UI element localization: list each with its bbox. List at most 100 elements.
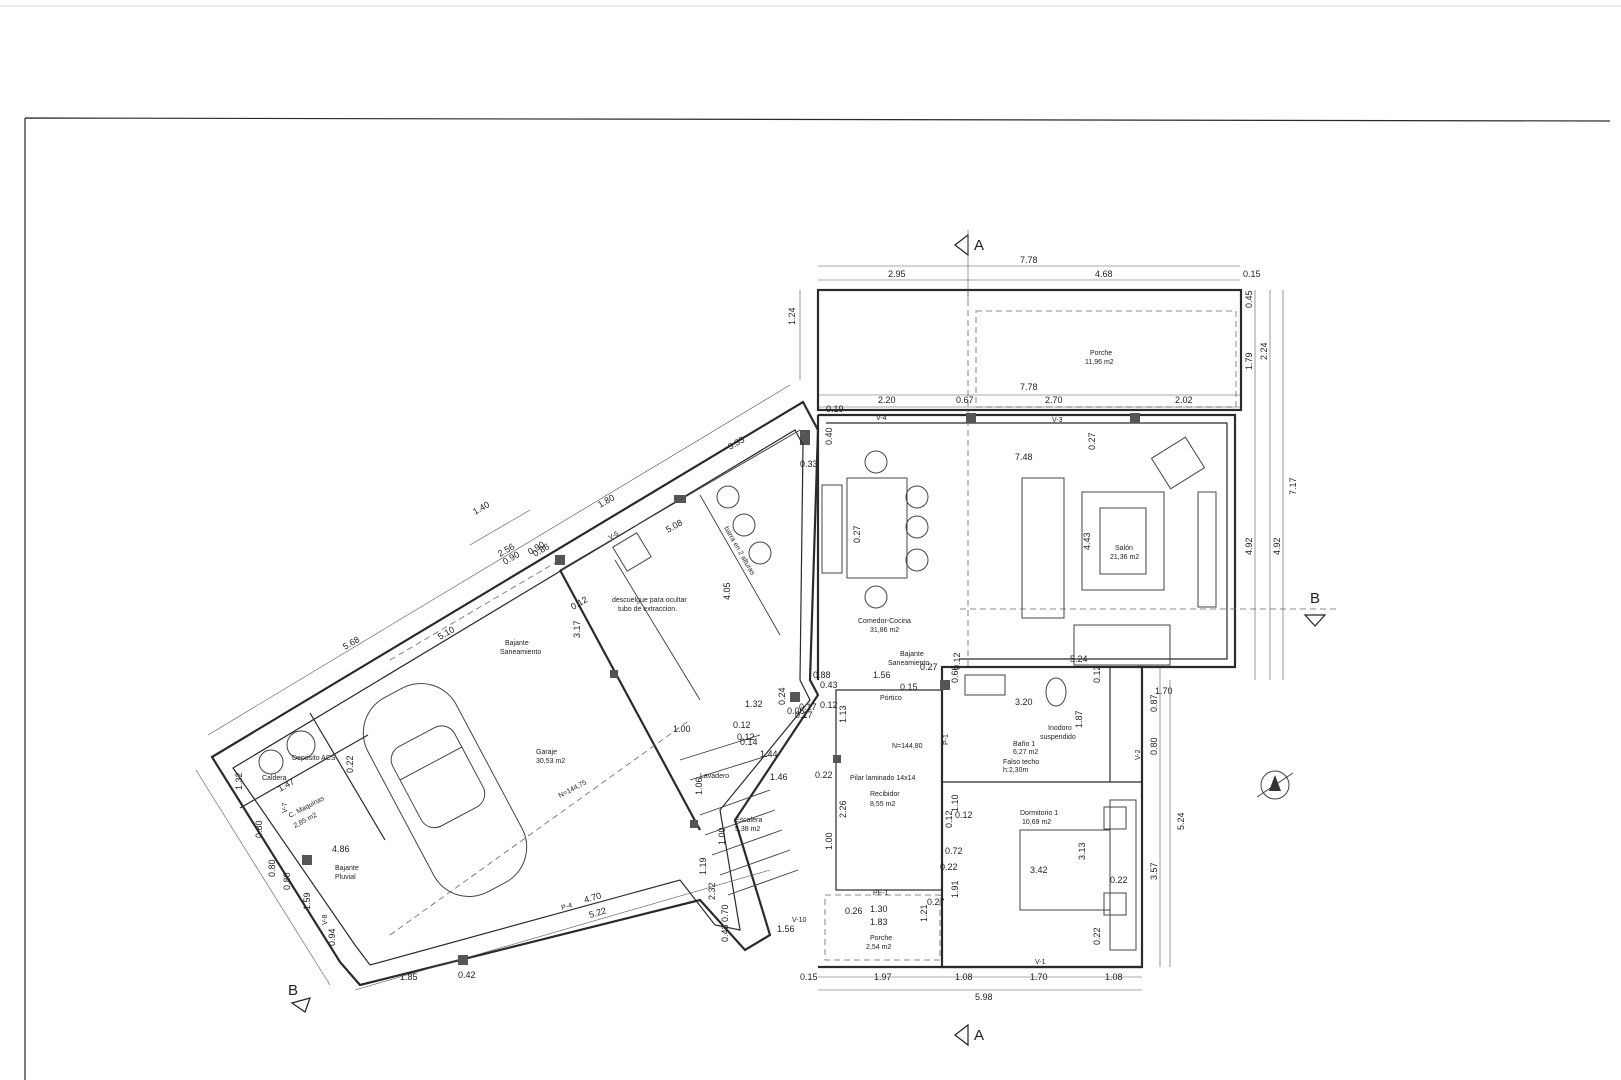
dim-label: 1.00 — [717, 827, 727, 845]
dim-right: 3.57 — [1149, 862, 1159, 880]
boiler — [258, 749, 284, 775]
opening-v7: V-7 — [282, 802, 289, 813]
garage-wing — [210, 400, 820, 987]
section-a-marker-top — [954, 233, 969, 257]
dining-furniture — [716, 450, 929, 609]
dim-label: 0.12 — [952, 652, 962, 670]
chair — [905, 485, 929, 509]
living-furniture — [1021, 436, 1217, 666]
dim-label: 3.20 — [1015, 697, 1033, 707]
dim-label: 0.80 — [267, 859, 277, 877]
dim-label: 1.19 — [698, 857, 708, 875]
dim-label: 0.80 — [254, 820, 264, 838]
dim-label: 0.26 — [845, 906, 863, 916]
dim-label: 0.14 — [740, 737, 758, 747]
dim-right: 4.92 — [1244, 537, 1254, 555]
dim-bottom: 1.08 — [955, 972, 973, 982]
dim-label: 0.60 — [950, 665, 960, 683]
garage-axis — [389, 719, 691, 936]
dim-label: 0.80 — [282, 872, 292, 890]
dim-label: 1.44 — [760, 749, 778, 759]
column — [790, 692, 800, 702]
dim-label: 0.22 — [345, 755, 355, 773]
note-deposito: Depósito ACS — [292, 755, 336, 762]
dim-label: 0.27 — [927, 897, 945, 907]
room-bano-name: Baño 1 — [1013, 741, 1035, 748]
room-salon-area: 21,36 m2 — [1110, 554, 1139, 561]
garage-wing-inner — [232, 429, 811, 966]
dim-label: 2.26 — [838, 800, 848, 818]
dim-label: 5.08 — [664, 517, 684, 534]
room-bano-note2: h:2,30m — [1003, 767, 1028, 774]
garage-kitchen-wall — [559, 569, 701, 831]
dim-label: 0.22 — [1092, 927, 1102, 945]
dim-bottom: 1.97 — [874, 972, 892, 982]
dim-label: 0.72 — [945, 846, 963, 856]
dim-top-total: 7.78 — [1020, 255, 1038, 265]
opening-v4: V-4 — [876, 415, 887, 422]
room-recibidor-area: 8,55 m2 — [870, 801, 895, 808]
dim-label: 1.80 — [596, 492, 616, 509]
stool — [716, 485, 740, 509]
dim-top: 7.48 — [1015, 452, 1033, 462]
room-comedor-name: Comedor-Cocina — [858, 618, 911, 625]
recibidor-outline — [835, 689, 943, 891]
opening-v8: V-8 — [322, 914, 329, 925]
room-bano-note: Falso techo — [1003, 759, 1039, 766]
column — [555, 555, 565, 565]
car — [362, 682, 528, 898]
column — [458, 955, 468, 965]
dim-right: 1.79 — [1244, 352, 1254, 370]
level-mark-1: N=144,80 — [892, 743, 923, 750]
dim-top: 0.15 — [1243, 269, 1261, 279]
nightstand — [1103, 892, 1127, 916]
level-mark-2: N=144,75 — [558, 779, 588, 800]
dim-label: 1.46 — [770, 772, 788, 782]
dim-label: 0.43 — [720, 924, 730, 942]
room-escalera-area: 5,38 m2 — [735, 826, 760, 833]
note-lavadero: Lavadero — [700, 773, 729, 780]
tv-unit — [1197, 491, 1217, 608]
dimension-lines — [195, 265, 1284, 991]
dim-label: 0.15 — [900, 682, 918, 692]
dim-right: 7.17 — [1288, 477, 1298, 495]
room-comedor-area: 31,86 m2 — [870, 627, 899, 634]
washbasin — [964, 674, 1006, 696]
room-porche-area: 11,96 m2 — [1085, 359, 1114, 366]
note-bajante-3: Bajante — [335, 865, 359, 872]
section-a-label-top: A — [974, 237, 984, 254]
living-inner — [826, 422, 1228, 660]
dim-label: 1.91 — [950, 880, 960, 898]
stool — [748, 541, 772, 565]
dim-label: 0.22 — [1110, 875, 1128, 885]
acs-tank — [286, 730, 316, 760]
dim-label: 0.12 — [820, 700, 838, 710]
opening-p4: P-4 — [561, 902, 574, 912]
dim-top: 2.95 — [888, 269, 906, 279]
dim-bottom: 1.70 — [1030, 972, 1048, 982]
section-b-label-right: B — [1310, 590, 1320, 607]
chair — [864, 585, 888, 609]
column — [833, 755, 841, 763]
dim-top: 0.19 — [826, 404, 844, 414]
dining-table — [846, 477, 908, 579]
stairs — [679, 734, 799, 896]
dim-top: 7.78 — [1020, 382, 1038, 392]
bench — [821, 484, 843, 574]
dim-label: 3.13 — [1077, 842, 1087, 860]
dim-label: 1.06 — [694, 777, 704, 795]
kitchen-sink — [612, 532, 652, 572]
dim-label: 4.43 — [1082, 532, 1092, 550]
dim-bottom: 0.15 — [800, 972, 818, 982]
stool — [732, 513, 756, 537]
dim-label: 1.32 — [234, 772, 244, 790]
dim-right: 1.70 — [1155, 686, 1173, 696]
opening-v5: V-5 — [608, 530, 621, 541]
dim-label: 1.00 — [673, 724, 691, 734]
note-caldera: Caldera — [262, 775, 287, 782]
note-bajante-1b: Saneamiento — [500, 649, 541, 656]
dim-top: 4.68 — [1095, 269, 1113, 279]
note-descuelgue-2: tubo de extraccion. — [618, 606, 677, 613]
dim-label: 0.33 — [800, 459, 818, 469]
